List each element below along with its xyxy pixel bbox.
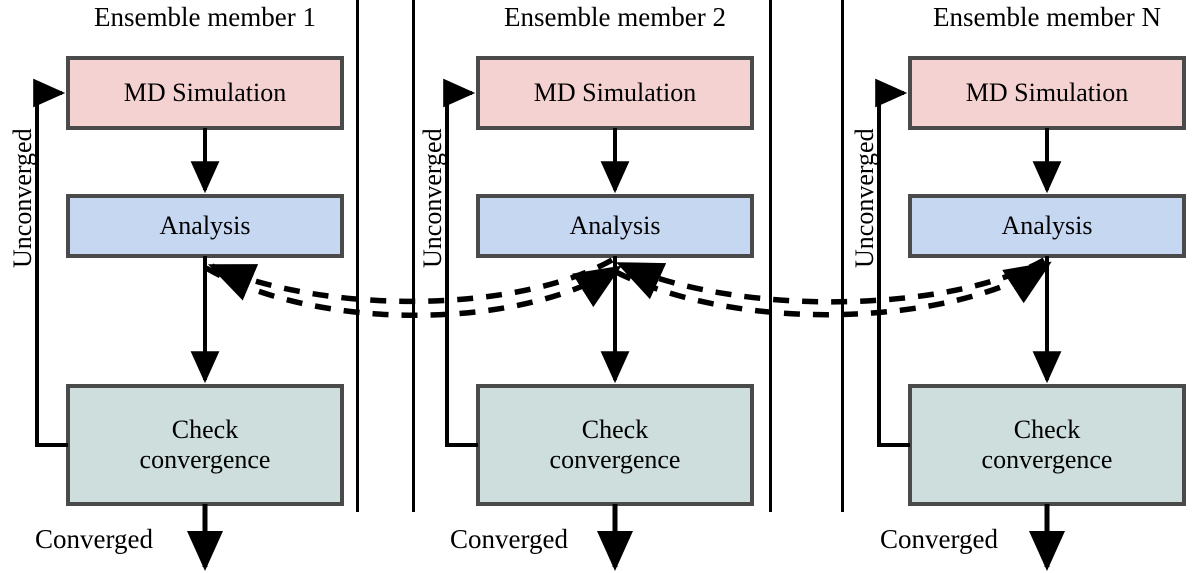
interchange-curve-2-to-N: [614, 261, 1052, 318]
analysis-interchange-curves: [204, 257, 1052, 318]
interchange-curve-2-to-1: [207, 257, 614, 305]
loop-label-unconverged-2: Unconverged: [418, 128, 447, 268]
panel-header-member-2: Ensemble member 2: [504, 2, 726, 32]
box-check-convergence-1[interactable]: [66, 384, 344, 506]
box-md-simulation-2[interactable]: [476, 56, 754, 130]
box-analysis-N[interactable]: [908, 194, 1186, 258]
panel-member-1-flow: [33, 56, 344, 572]
panel-divider-group: [356, 0, 844, 512]
loop-unconverged-2: [443, 78, 478, 447]
panel-member-2-flow: [443, 56, 754, 572]
loop-label-unconverged-N: Unconverged: [850, 128, 879, 268]
box-md-simulation-1[interactable]: [66, 56, 344, 130]
interchange-curve-N-to-2: [615, 257, 1046, 305]
exit-label-converged-1: Converged: [35, 524, 153, 554]
loop-unconverged-1: [33, 78, 68, 447]
interchange-curve-1-to-2: [204, 265, 622, 318]
panel-member-N-flow: [875, 56, 1186, 572]
panel-header-member-1: Ensemble member 1: [94, 2, 316, 32]
exit-label-converged-N: Converged: [880, 524, 998, 554]
exit-label-converged-2: Converged: [450, 524, 568, 554]
box-analysis-2[interactable]: [476, 194, 754, 258]
loop-unconverged-N: [875, 78, 910, 447]
box-check-convergence-2[interactable]: [476, 384, 754, 506]
box-md-simulation-N[interactable]: [908, 56, 1186, 130]
box-analysis-1[interactable]: [66, 194, 344, 258]
loop-label-unconverged-1: Unconverged: [8, 128, 37, 268]
panel-header-member-N: Ensemble member N: [933, 2, 1161, 32]
box-check-convergence-N[interactable]: [908, 384, 1186, 506]
